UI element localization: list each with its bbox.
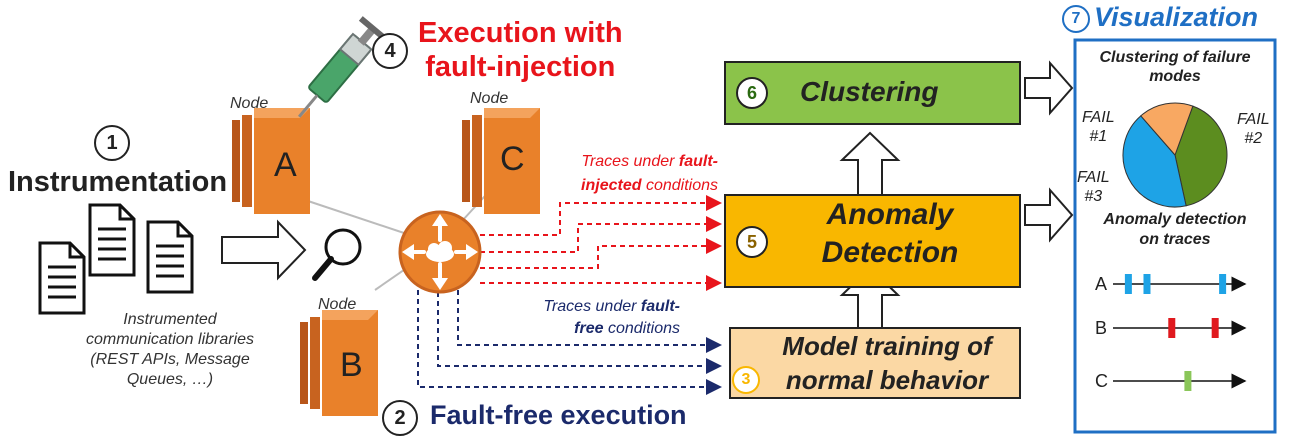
clustering-panel-title: Clustering of failure modes bbox=[1078, 48, 1272, 86]
fail-3-text: FAIL bbox=[1077, 169, 1110, 186]
node-b-caption: Node bbox=[318, 296, 357, 313]
anomaly-panel-line-1: Anomaly detection bbox=[1103, 211, 1247, 228]
anomaly-panel-title: Anomaly detection on traces bbox=[1078, 210, 1272, 250]
step-2-badge: 2 bbox=[382, 400, 418, 436]
pie-slice-fail-1 bbox=[1140, 102, 1194, 156]
fail-3-label: FAIL #3 bbox=[1077, 168, 1110, 206]
fail-2-text: FAIL bbox=[1237, 111, 1270, 128]
clustering-title: Clustering bbox=[800, 76, 939, 107]
hollow-arrow-anomaly bbox=[1024, 187, 1074, 243]
hollow-arrow-clustering bbox=[1024, 60, 1074, 116]
visualization-title: Visualization bbox=[1094, 2, 1259, 32]
model-training-line-2: normal behavior bbox=[785, 365, 989, 395]
fault-free-arrows bbox=[417, 290, 722, 395]
node-a-caption: Node bbox=[230, 95, 269, 112]
router-hub-icon bbox=[398, 210, 482, 294]
anomaly-panel-line-2: on traces bbox=[1139, 231, 1211, 248]
fail-3-num: #3 bbox=[1084, 188, 1103, 205]
step-7-badge: 7 bbox=[1062, 5, 1090, 33]
anomaly-line-2: Detection bbox=[821, 236, 959, 269]
step-4-badge: 4 bbox=[372, 33, 408, 69]
anomaly-detection-title: Anomaly Detection bbox=[770, 196, 1010, 272]
anomaly-mark-c-1 bbox=[1184, 371, 1192, 391]
pie-slice-fail-3 bbox=[1122, 115, 1187, 208]
node-b-icon bbox=[300, 310, 378, 416]
libraries-line-2: communication libraries bbox=[85, 331, 255, 348]
node-c-caption: Node bbox=[470, 90, 509, 107]
node-c-letter: C bbox=[500, 140, 525, 178]
hollow-arrow-docs bbox=[221, 219, 307, 281]
node-a-letter: A bbox=[274, 146, 297, 184]
trace-timelines bbox=[1113, 274, 1247, 391]
free-traces-em2: free bbox=[574, 320, 604, 337]
anomaly-mark-a-3 bbox=[1219, 274, 1227, 294]
timeline-b-label: B bbox=[1095, 318, 1108, 338]
pie-slice-fail-2 bbox=[1174, 105, 1228, 207]
syringe-icon bbox=[297, 16, 388, 118]
anomaly-mark-a-1 bbox=[1124, 274, 1132, 294]
faulty-traces-pre: Traces under bbox=[581, 153, 679, 170]
fail-2-label: FAIL #2 bbox=[1237, 110, 1270, 148]
fault-injected-arrows bbox=[480, 195, 722, 291]
node-b-letter: B bbox=[340, 346, 363, 384]
step-3-badge: 3 bbox=[732, 366, 760, 394]
anomaly-line-1: Anomaly bbox=[826, 198, 954, 231]
libraries-line-4: Queues, …) bbox=[126, 371, 214, 388]
clustering-panel-line-1: Clustering of failure bbox=[1099, 49, 1251, 66]
timeline-a-label: A bbox=[1095, 274, 1108, 294]
clustering-panel-line-2: modes bbox=[1149, 68, 1201, 85]
fail-1-label: FAIL #1 bbox=[1082, 108, 1115, 146]
free-traces-em1: fault- bbox=[640, 298, 680, 315]
anomaly-mark-a-2 bbox=[1143, 274, 1151, 294]
faulty-traces-em2: injected bbox=[581, 177, 642, 194]
libraries-caption: Instrumented communication libraries (RE… bbox=[70, 310, 270, 390]
model-training-box bbox=[729, 327, 1021, 399]
free-traces-post: conditions bbox=[603, 320, 680, 337]
libraries-line-3: (REST APIs, Message bbox=[90, 351, 250, 368]
magnifier-icon bbox=[312, 228, 362, 281]
fail-2-num: #2 bbox=[1244, 130, 1263, 147]
timeline-c-label: C bbox=[1095, 371, 1108, 391]
free-traces-pre: Traces under bbox=[543, 298, 641, 315]
model-training-title: Model training of normal behavior bbox=[758, 329, 1016, 397]
node-a-icon bbox=[232, 108, 310, 214]
libraries-line-1: Instrumented bbox=[123, 311, 217, 328]
clustering-box bbox=[724, 61, 1021, 125]
step-1-badge: 1 bbox=[94, 125, 130, 161]
fail-1-num: #1 bbox=[1089, 128, 1108, 145]
fail-1-text: FAIL bbox=[1082, 109, 1115, 126]
instrumentation-title: Instrumentation bbox=[8, 166, 228, 198]
fault-injection-line-2: fault-injection bbox=[425, 51, 616, 83]
anomaly-mark-b-1 bbox=[1168, 318, 1176, 338]
step-5-badge: 5 bbox=[736, 226, 768, 258]
faulty-traces-post: conditions bbox=[641, 177, 718, 194]
faulty-traces-label: Traces under fault- injected conditions bbox=[542, 150, 718, 198]
anomaly-mark-b-2 bbox=[1211, 318, 1219, 338]
model-training-line-1: Model training of bbox=[782, 331, 992, 361]
hollow-arrow-up-1 bbox=[839, 131, 901, 196]
anomaly-detection-box bbox=[724, 194, 1021, 288]
free-traces-label: Traces under fault- free conditions bbox=[510, 296, 680, 340]
failure-modes-pie bbox=[1122, 102, 1228, 208]
fault-free-title: Fault-free execution bbox=[430, 400, 687, 430]
faulty-traces-em1: fault- bbox=[678, 153, 718, 170]
node-c-icon bbox=[462, 108, 540, 214]
step-6-badge: 6 bbox=[736, 77, 768, 109]
fault-injection-title: Execution with fault-injection bbox=[418, 16, 623, 84]
documents-icon bbox=[38, 203, 194, 315]
fault-injection-line-1: Execution with bbox=[418, 17, 623, 49]
